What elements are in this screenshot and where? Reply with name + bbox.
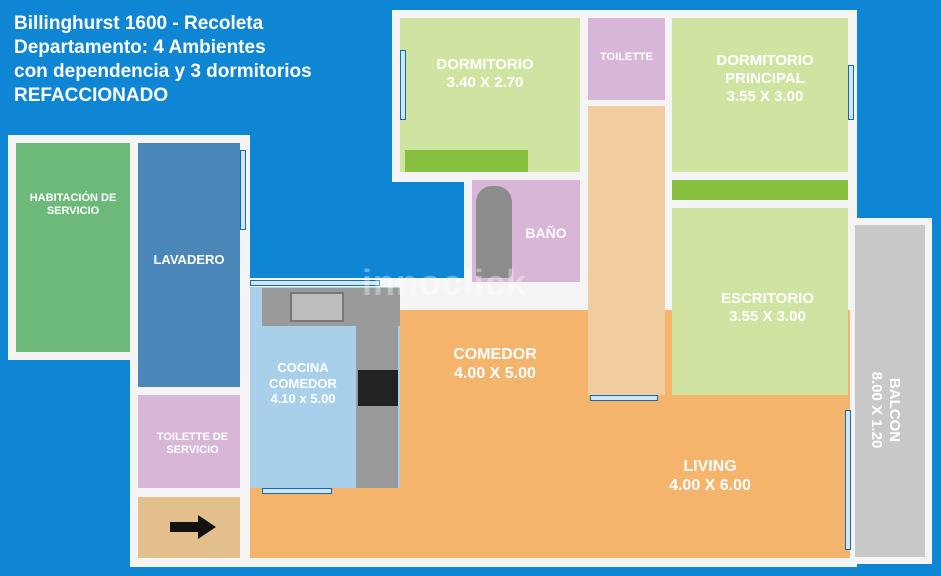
living-name: LIVING — [683, 458, 737, 475]
label-comedor: COMEDOR 4.00 X 5.00 — [420, 345, 570, 383]
escritorio-name: ESCRITORIO — [720, 290, 815, 307]
dormitorio-size: 3.40 X 2.70 — [446, 74, 524, 91]
window — [590, 395, 658, 401]
hallway — [588, 106, 665, 395]
balcon-name: BALCON — [886, 377, 903, 443]
label-living: LIVING 4.00 X 6.00 — [630, 457, 790, 495]
room-habitacion-servicio — [16, 143, 130, 352]
label-toilette-servicio: TOILETTE DE SERVICIO — [156, 431, 229, 457]
window — [250, 280, 380, 286]
sink-icon — [290, 292, 344, 322]
header-status: REFACCIONADO — [14, 85, 169, 106]
entrance-arrow-icon — [170, 515, 216, 539]
room-escritorio — [672, 208, 848, 395]
room-dormitorio — [400, 18, 580, 172]
escritorio-size: 3.55 X 3.00 — [729, 308, 806, 325]
closet — [405, 150, 528, 172]
room-toilette-servicio — [138, 395, 240, 488]
header-type: Departamento: 4 Ambientes — [14, 37, 266, 58]
header-detail: con dependencia y 3 dormitorios — [14, 61, 312, 82]
window — [845, 410, 851, 550]
dormitorio-name: DORMITORIO — [436, 56, 534, 73]
bathtub-icon — [476, 186, 512, 278]
room-dormitorio-principal — [672, 18, 848, 172]
balcon-size: 8.00 X 1.20 — [868, 371, 885, 449]
comedor-name: COMEDOR — [453, 346, 537, 363]
window — [400, 50, 406, 120]
closet — [672, 180, 848, 200]
label-toilette: TOILETTE — [600, 51, 653, 63]
stove-icon — [358, 370, 398, 406]
cocina-name: COCINA COMEDOR — [269, 360, 337, 391]
dormitorio-principal-size: 3.55 X 3.00 — [726, 88, 804, 105]
window — [240, 150, 246, 230]
living-size: 4.00 X 6.00 — [669, 477, 751, 495]
window — [262, 488, 332, 494]
room-balcon — [855, 225, 925, 557]
watermark: innoclick — [362, 262, 528, 303]
cocina-size: 4.10 x 5.00 — [270, 391, 336, 407]
comedor-size: 4.00 X 5.00 — [454, 365, 536, 383]
label-lavadero: LAVADERO — [153, 252, 225, 267]
room-lavadero — [138, 143, 240, 387]
plan-header: Billinghurst 1600 - Recoleta Departament… — [14, 12, 312, 108]
dormitorio-principal-name: DORMITORIO PRINCIPAL — [716, 52, 814, 87]
window — [848, 65, 854, 120]
kitchen-counter — [356, 326, 398, 488]
room-toilette — [588, 18, 665, 100]
label-bano: BAÑO — [525, 225, 567, 241]
header-address: Billinghurst 1600 - Recoleta — [14, 13, 264, 34]
label-habitacion-servicio: HABITACIÓN DE SERVICIO — [29, 192, 117, 218]
